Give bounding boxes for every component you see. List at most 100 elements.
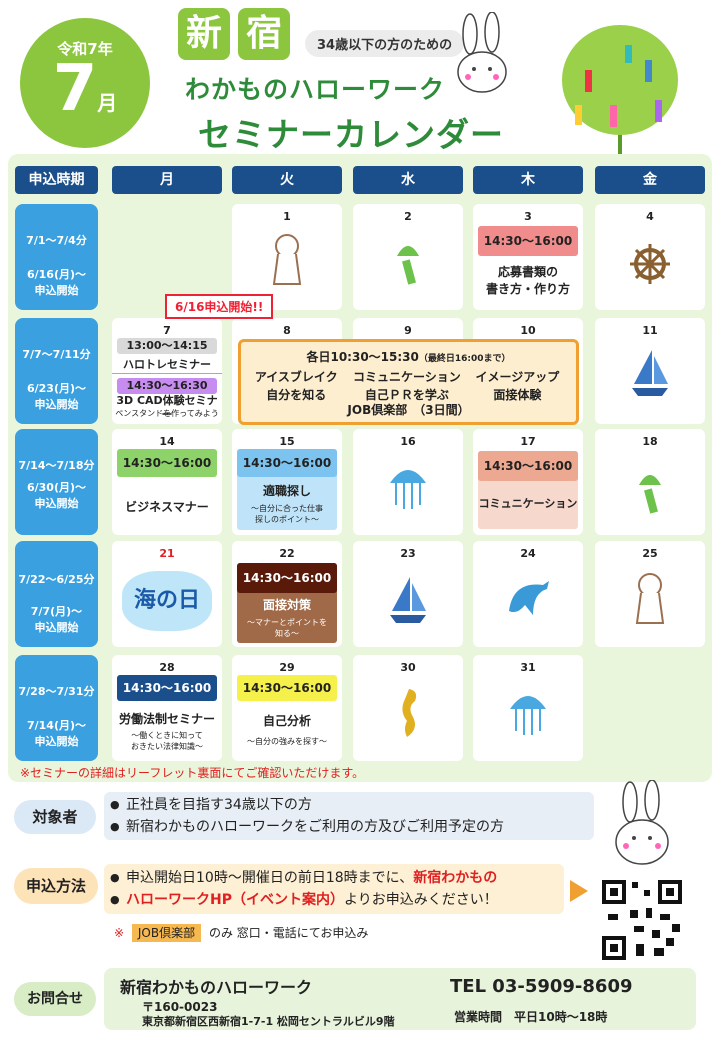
target-item: 正社員を目指す34歳以下の方: [104, 794, 594, 816]
event-time: 14:30～16:00: [237, 675, 337, 701]
event-time: 14:30～16:00: [237, 563, 337, 593]
day-cell-7[interactable]: 7 13:00～14:15 ハロトレセミナー 14:30～16:30 3D CA…: [112, 318, 222, 424]
teru-teru-bozu-icon: [272, 234, 302, 285]
job-club-header: 各日10:30～15:30（最終日16:00まで）: [306, 350, 511, 364]
contact-tel[interactable]: TEL 03-5909-8609: [450, 976, 633, 997]
day-cell-17[interactable]: 17 14:30～16:00 コミュニケーション: [473, 429, 583, 535]
event-note: ペンスタンドを作ってみよう: [115, 409, 219, 418]
contact-address: 東京都新宿区西新宿1-7-1 松岡セントラルビル9階: [142, 1015, 395, 1028]
apply-line2: ハローワークHP（イベント案内）よりお申込みください！: [104, 889, 564, 911]
contact-label: お問合せ: [14, 982, 96, 1016]
day-cell-22[interactable]: 22 14:30～16:00 面接対策 ～マナーとポイントを知る～: [232, 541, 342, 647]
event-time: 14:30～16:30: [117, 378, 217, 394]
org-title: わかものハローワーク: [185, 75, 446, 104]
day-cell-4[interactable]: 4: [595, 204, 705, 310]
kanji-shin: 新: [178, 8, 230, 60]
event-note: ～自分の強みを探す～: [247, 737, 327, 746]
event-time: 14:30～16:00: [117, 675, 217, 701]
rabbit-illustration: [615, 780, 669, 865]
day-cell-1[interactable]: 1: [232, 204, 342, 310]
qr-code[interactable]: [600, 878, 684, 962]
day-cell-15[interactable]: 15 14:30～16:00 適職探し ～自分に合った仕事探しのポイント～: [232, 429, 342, 535]
col-header-mon: 月: [112, 166, 222, 194]
seahorse-icon: [402, 689, 417, 737]
event-title: 適職探し: [262, 484, 311, 498]
event-title: 労働法制セミナー: [118, 712, 215, 726]
day-cell-29[interactable]: 29 14:30～16:00 自己分析 ～自分の強みを探す～: [232, 655, 342, 761]
day-cell-24[interactable]: 24: [473, 541, 583, 647]
col-header-wed: 水: [353, 166, 463, 194]
day-cell-31[interactable]: 31: [473, 655, 583, 761]
job-club-day1: アイスブレイク自分を知る: [254, 370, 338, 402]
ship-wheel-icon: [630, 244, 670, 284]
day-cell-2[interactable]: 2: [353, 204, 463, 310]
event-title: 自己分析: [262, 714, 311, 728]
col-header-thu: 木: [473, 166, 583, 194]
event-time: 14:30～16:00: [478, 226, 578, 256]
day-cell-18[interactable]: 18: [595, 429, 705, 535]
apply-box: 申込開始日10時～開催日の前日18時までに、新宿わかもの ハローワークHP（イベ…: [104, 864, 564, 914]
job-club-event[interactable]: 各日10:30～15:30（最終日16:00まで） アイスブレイク自分を知る コ…: [238, 339, 579, 425]
apply-line1: 申込開始日10時～開催日の前日18時までに、新宿わかもの: [104, 867, 564, 889]
contact-box: 新宿わかものハローワーク 〒160-0023 東京都新宿区西新宿1-7-1 松岡…: [104, 968, 696, 1030]
contact-name: 新宿わかものハローワーク: [120, 978, 313, 997]
event-note: ～自分に合った仕事探しのポイント～: [251, 504, 323, 524]
event-title: 応募書類の書き方・作り方: [485, 265, 570, 296]
job-club-day3: イメージアップ面接体験: [475, 370, 560, 402]
event-note: ～働くときに知っておきたい法律知識～: [131, 731, 203, 751]
target-box: 正社員を目指す34歳以下の方 新宿わかものハローワークをご利用の方及びご利用予定…: [104, 792, 594, 840]
jellyfish-icon: [510, 696, 546, 735]
apply-start-badge: 6/16申込開始!!: [165, 294, 274, 319]
event-time: 13:00～14:15: [117, 338, 217, 354]
day-cell-25[interactable]: 25: [595, 541, 705, 647]
event-title: コミュニケーション: [478, 497, 578, 510]
day-cell-21[interactable]: 21 海の日: [112, 541, 222, 647]
era-label: 令和7年: [57, 40, 113, 58]
job-club-tag: JOB倶楽部: [131, 924, 202, 942]
event-note: ～マナーとポイントを知る～: [247, 618, 327, 638]
month-badge: 令和7年 7月: [20, 18, 150, 148]
day-cell-16[interactable]: 16: [353, 429, 463, 535]
target-item: 新宿わかものハローワークをご利用の方及びご利用予定の方: [104, 816, 594, 838]
contact-zip: 〒160-0023: [142, 1000, 218, 1014]
wind-chime-icon: [639, 475, 661, 514]
sailboat-icon: [632, 350, 668, 396]
subtitle: 34歳以下の方のための: [305, 30, 465, 57]
qr-code-icon: [600, 878, 684, 962]
teru-teru-bozu-icon: [635, 573, 665, 624]
event-title: 面接対策: [262, 598, 311, 612]
event-title: 3D CAD体験セミナー: [116, 394, 218, 421]
contact-hours: 営業時間 平日10時～18時: [454, 1010, 608, 1024]
month-number: 7月: [52, 52, 118, 126]
marine-day-badge: 海の日: [122, 571, 212, 631]
day-cell-28[interactable]: 28 14:30～16:00 労働法制セミナー ～働くときに知っておきたい法律知…: [112, 655, 222, 761]
wind-chime-icon: [397, 246, 419, 285]
event-time: 14:30～16:00: [478, 451, 578, 481]
kanji-juku: 宿: [238, 8, 290, 60]
day-cell-14[interactable]: 14 14:30～16:00 ビジネスマナー: [112, 429, 222, 535]
event-title: ハロトレセミナー: [112, 356, 222, 374]
apply-note: ※ JOB倶楽部 のみ 窓口・電話にてお申込み: [114, 924, 369, 942]
page-title: セミナーカレンダー: [198, 115, 504, 154]
col-header-period: 申込時期: [15, 166, 98, 194]
job-club-footer: JOB倶楽部 （3日間）: [347, 403, 470, 417]
day-cell-23[interactable]: 23: [353, 541, 463, 647]
seminar-remark: ※セミナーの詳細はリーフレット裏面にてご確認いただけます。: [20, 766, 365, 780]
day-cell-11[interactable]: 11: [595, 318, 705, 424]
job-club-day2: コミュニケーション自己ＰＲを学ぶ: [352, 370, 461, 402]
dolphin-icon: [509, 581, 549, 615]
event-time: 14:30～16:00: [117, 449, 217, 477]
tanabata-tree-illustration: [562, 25, 678, 160]
rabbit-illustration: [457, 12, 507, 93]
day-cell-30[interactable]: 30: [353, 655, 463, 761]
apply-label: 申込方法: [14, 868, 98, 904]
sailboat-icon: [390, 577, 426, 623]
day-cell-3[interactable]: 3 14:30～16:00 応募書類の書き方・作り方: [473, 204, 583, 310]
event-title: ビジネスマナー: [125, 500, 209, 514]
arrow-right-icon: [570, 880, 588, 902]
col-header-fri: 金: [595, 166, 705, 194]
